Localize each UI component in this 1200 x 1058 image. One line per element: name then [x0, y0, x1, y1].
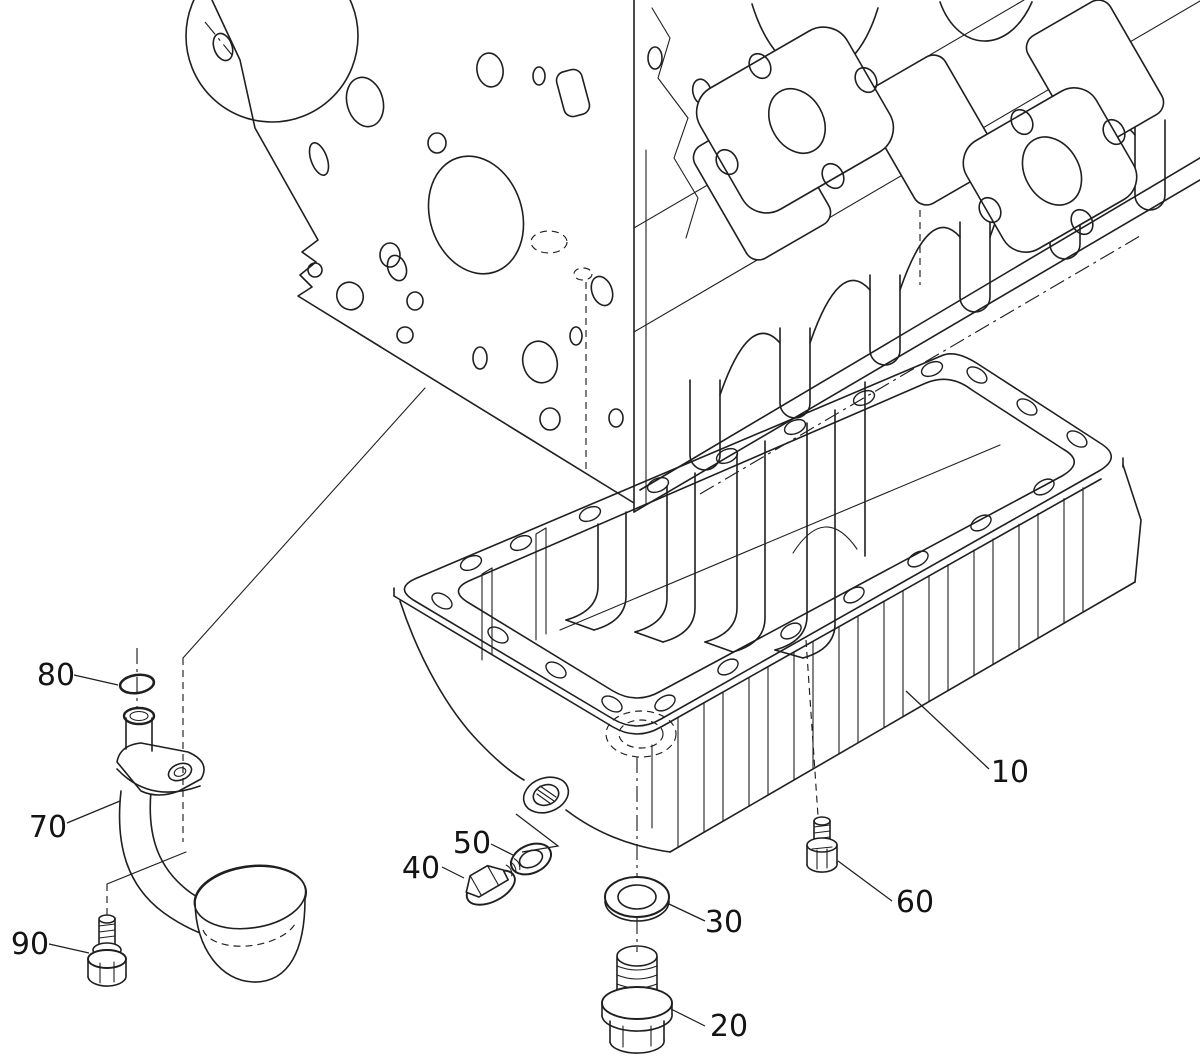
- oil-pickup-tube[interactable]: [116, 706, 310, 983]
- callout-80[interactable]: 80: [37, 658, 75, 693]
- o-ring[interactable]: [118, 673, 156, 696]
- flange-bolt[interactable]: [458, 853, 529, 912]
- flange-bolt-holes: [431, 360, 1088, 713]
- engine-block: [185, 0, 1200, 513]
- callout-20[interactable]: 20: [710, 1009, 748, 1044]
- callouts: 10 20 30 40 50 60 70 80 90: [11, 658, 1029, 1044]
- oil-pan[interactable]: [393, 353, 1142, 853]
- callout-70[interactable]: 70: [29, 810, 67, 845]
- pan-baffles: [565, 381, 866, 659]
- callout-90[interactable]: 90: [11, 927, 49, 962]
- construction-lines: [106, 387, 819, 952]
- washer[interactable]: [506, 838, 556, 881]
- callout-60[interactable]: 60: [896, 885, 934, 920]
- joint-bolt[interactable]: [806, 816, 838, 873]
- callout-40[interactable]: 40: [402, 851, 440, 886]
- leader-lines: [48, 674, 990, 1027]
- callout-30[interactable]: 30: [705, 905, 743, 940]
- drain-plug[interactable]: [601, 945, 673, 1054]
- pan-interior: [481, 444, 1001, 661]
- drain-plug-gasket[interactable]: [604, 876, 670, 922]
- callout-10[interactable]: 10: [991, 755, 1029, 790]
- pickup-bolt[interactable]: [87, 914, 127, 987]
- callout-50[interactable]: 50: [453, 826, 491, 861]
- pan-ribs: [677, 487, 1084, 848]
